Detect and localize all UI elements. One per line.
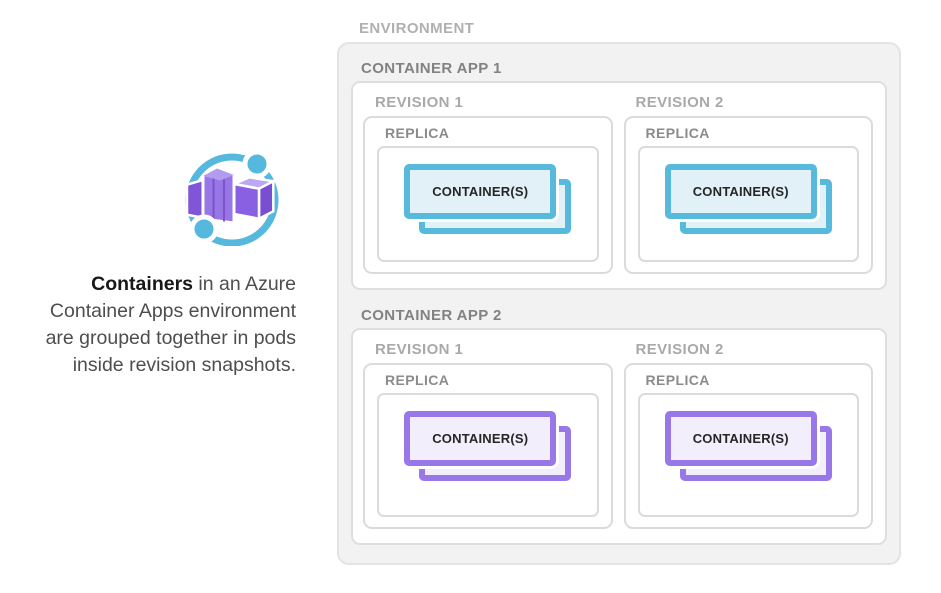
container-card-front: CONTAINER(S)	[404, 164, 557, 219]
orbit-dot-top	[242, 149, 272, 179]
orbit-dot-bottom	[189, 214, 219, 244]
container-app-2-box: REVISION 1 REPLICA CONTAINER(S)	[351, 328, 887, 545]
container-stack: CONTAINER(S)	[404, 411, 572, 481]
app2-revision-1-label: REVISION 1	[375, 341, 464, 358]
container-app-2-label: CONTAINER APP 2	[361, 307, 502, 324]
caption-line-3: are grouped together in pods	[45, 327, 296, 349]
container-app-1-box: REVISION 1 REPLICA CONTAINER(S)	[351, 81, 887, 290]
cube-left	[185, 178, 206, 220]
azure-container-apps-icon	[185, 149, 279, 246]
container-card-label: CONTAINER(S)	[432, 184, 529, 199]
app1-revision-2-replica-label: REPLICA	[645, 125, 710, 141]
cube-right-side	[257, 179, 275, 221]
app2-revision-1-replica-box: CONTAINER(S)	[377, 393, 599, 517]
app2-revision-2-label: REVISION 2	[635, 341, 724, 358]
container-card-label: CONTAINER(S)	[692, 184, 789, 199]
cube-right-front	[232, 182, 261, 221]
app2-revision-1: REVISION 1 REPLICA CONTAINER(S)	[363, 341, 613, 529]
app1-revision-2-label: REVISION 2	[635, 94, 724, 111]
app1-revision-1-label: REVISION 1	[375, 94, 464, 111]
app2-revision-2-replica-label: REPLICA	[645, 372, 710, 388]
app2-revision-1-replica-label: REPLICA	[385, 372, 450, 388]
app1-revision-1-replica-box: CONTAINER(S)	[377, 146, 599, 262]
app1-revision-2: REVISION 2 REPLICA CONTAINER(S)	[623, 94, 873, 274]
container-card-front: CONTAINER(S)	[664, 164, 817, 219]
caption-line-2: Container Apps environment	[49, 300, 296, 322]
app2-revision-2-replica-box: CONTAINER(S)	[637, 393, 859, 517]
caption-line-4: inside revision snapshots.	[72, 354, 296, 376]
container-card-front: CONTAINER(S)	[404, 411, 557, 466]
caption: Containers in an Azure Container Apps en…	[4, 271, 296, 379]
app1-revision-2-replica-box: CONTAINER(S)	[637, 146, 859, 262]
left-panel: Containers in an Azure Container Apps en…	[0, 0, 320, 593]
caption-bold: Containers	[91, 273, 194, 295]
environment-label: ENVIRONMENT	[359, 20, 475, 37]
container-card-front: CONTAINER(S)	[664, 411, 817, 466]
container-app-1-label: CONTAINER APP 1	[361, 60, 502, 77]
app1-revision-1-box: REPLICA CONTAINER(S)	[363, 116, 613, 274]
app2-revision-2-box: REPLICA CONTAINER(S)	[623, 363, 873, 529]
app2-revision-2: REVISION 2 REPLICA CONTAINER(S)	[623, 341, 873, 529]
environment-diagram: ENVIRONMENT CONTAINER APP 1 REVISION 1 R…	[337, 20, 901, 565]
caption-line-1: Containers in an Azure	[91, 273, 296, 295]
cube-main-top	[203, 168, 234, 181]
app1-revision-2-box: REPLICA CONTAINER(S)	[623, 116, 873, 274]
container-stack: CONTAINER(S)	[664, 164, 832, 234]
cube-main	[201, 166, 236, 225]
container-stack: CONTAINER(S)	[664, 411, 832, 481]
app1-revision-1-replica-label: REPLICA	[385, 125, 450, 141]
app2-revision-1-box: REPLICA CONTAINER(S)	[363, 363, 613, 529]
environment-box: CONTAINER APP 1 REVISION 1 REPLICA CONTA…	[337, 42, 901, 565]
container-card-label: CONTAINER(S)	[692, 431, 789, 446]
container-card-label: CONTAINER(S)	[432, 431, 529, 446]
app1-revision-1: REVISION 1 REPLICA CONTAINER(S)	[363, 94, 613, 274]
container-stack: CONTAINER(S)	[404, 164, 572, 234]
